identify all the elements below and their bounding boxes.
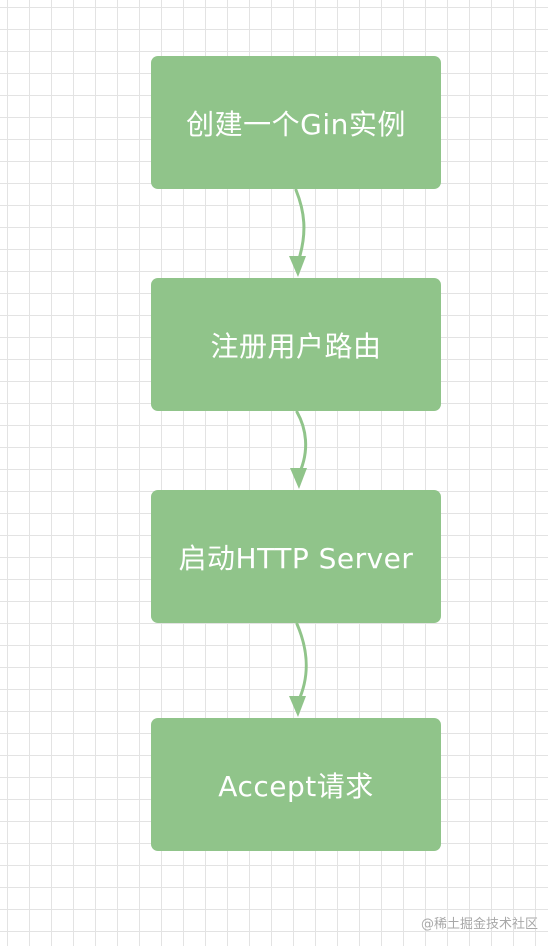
node-label: 启动HTTP Server bbox=[178, 541, 414, 575]
connector-arrow bbox=[289, 188, 306, 277]
node-label: 注册用户路由 bbox=[210, 329, 382, 363]
flow-node-accept-request: Accept请求 bbox=[151, 718, 441, 851]
node-label: Accept请求 bbox=[218, 769, 374, 803]
watermark: @稀土掘金技术社区 bbox=[420, 917, 538, 932]
flow-node-register-routes: 注册用户路由 bbox=[151, 278, 441, 411]
connector-arrow bbox=[290, 410, 308, 489]
connector-arrow bbox=[289, 622, 308, 717]
flow-node-create-gin-instance: 创建一个Gin实例 bbox=[151, 56, 441, 189]
node-label: 创建一个Gin实例 bbox=[186, 107, 406, 141]
flow-node-start-http-server: 启动HTTP Server bbox=[151, 490, 441, 623]
